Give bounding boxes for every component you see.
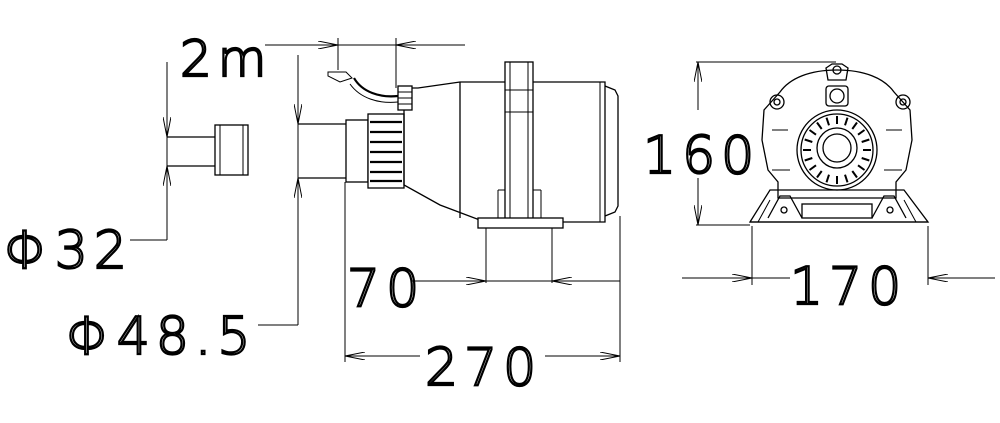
height-dimension (696, 61, 836, 226)
gear-tooth (861, 157, 870, 162)
gear-tooth (825, 117, 830, 126)
gear-ring (803, 116, 871, 184)
base-width-label: 170 (790, 257, 907, 317)
pump-side-view (298, 61, 619, 283)
gear-tooth (816, 121, 823, 130)
gear-tooth (804, 157, 813, 162)
inlet-fitting (167, 124, 249, 176)
total-length-dimension (344, 182, 621, 362)
inlet-dimension (130, 62, 167, 241)
gear-tooth (857, 129, 866, 136)
gear-tooth (844, 174, 849, 183)
cable-dimension (265, 38, 465, 88)
gear-tooth (804, 138, 813, 143)
gear-tooth (816, 170, 823, 179)
outlet-dimension (258, 55, 298, 326)
inlet-diameter-label: Φ32 (4, 221, 133, 281)
gear-tooth (844, 117, 849, 126)
cable-length-label: 2m (180, 30, 273, 88)
height-label: 160 (643, 126, 760, 186)
gear-tooth (808, 129, 817, 136)
gear-tooth (861, 138, 870, 143)
gear-tooth (825, 174, 830, 183)
outlet-diameter-label: Φ48.5 (66, 307, 257, 367)
gear-tooth (851, 170, 858, 179)
base-width-dimension (682, 226, 995, 285)
total-length-label: 270 (425, 338, 542, 398)
gear-tooth (857, 164, 866, 171)
gear-tooth (808, 164, 817, 171)
foot-width-label: 70 (347, 259, 425, 319)
pump-front-view (748, 63, 930, 223)
gear-tooth (851, 121, 858, 130)
